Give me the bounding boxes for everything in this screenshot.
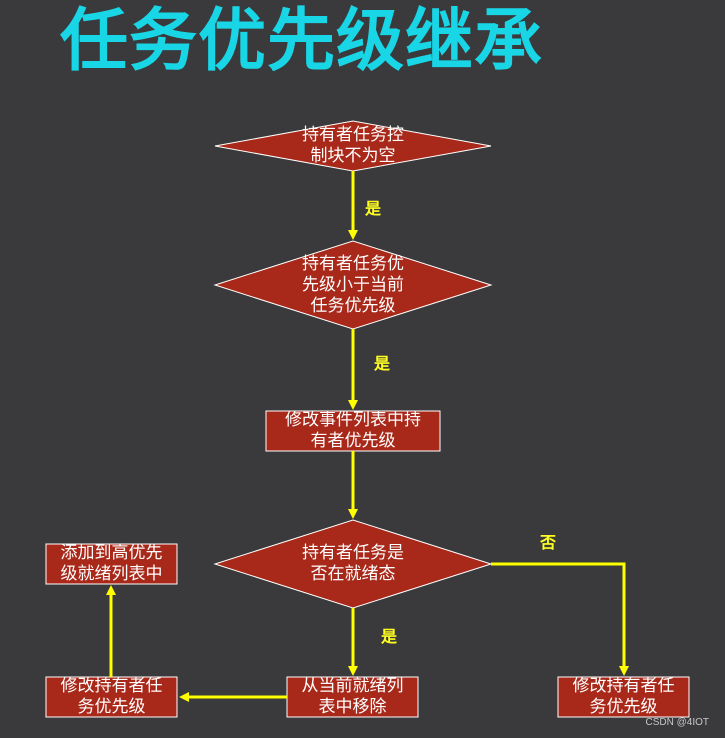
page-title: 任务优先级继承 — [60, 2, 544, 81]
decision-holder-priority-lower-label: 持有者任务优 先级小于当前 任务优先级 — [302, 253, 404, 316]
process-modify-holder-priority-left-label: 修改持有者任 务优先级 — [60, 676, 163, 717]
edge-label-d3-yes: 是 — [381, 627, 398, 646]
edge-label-d1-yes: 是 — [365, 199, 382, 218]
edge-label-d3-no: 否 — [540, 533, 557, 552]
process-add-to-ready-list — [45, 543, 178, 585]
process-modify-event-list-label: 修改事件列表中持 有者优先级 — [285, 410, 421, 451]
decision-holder-tcb-not-null — [214, 120, 492, 172]
decision-holder-tcb-not-null-label: 持有者任务控 制块不为空 — [302, 125, 404, 166]
process-add-to-ready-list-label: 添加到高优先 级就绪列表中 — [60, 543, 163, 584]
process-modify-holder-priority-right-label: 修改持有者任 务优先级 — [572, 676, 675, 717]
decision-holder-ready-label: 持有者任务是 否在就绪态 — [302, 543, 404, 584]
process-remove-from-ready-list — [286, 676, 419, 718]
process-remove-from-ready-list-label: 从当前就绪列 表中移除 — [301, 676, 404, 717]
process-modify-holder-priority-right — [557, 676, 690, 718]
process-modify-holder-priority-left — [45, 676, 178, 718]
edge-label-d2-yes: 是 — [374, 354, 391, 373]
watermark: CSDN @4IOT — [645, 717, 710, 728]
decision-holder-priority-lower — [213, 240, 493, 330]
arrow-d3-no-to-modify-right — [491, 562, 629, 676]
